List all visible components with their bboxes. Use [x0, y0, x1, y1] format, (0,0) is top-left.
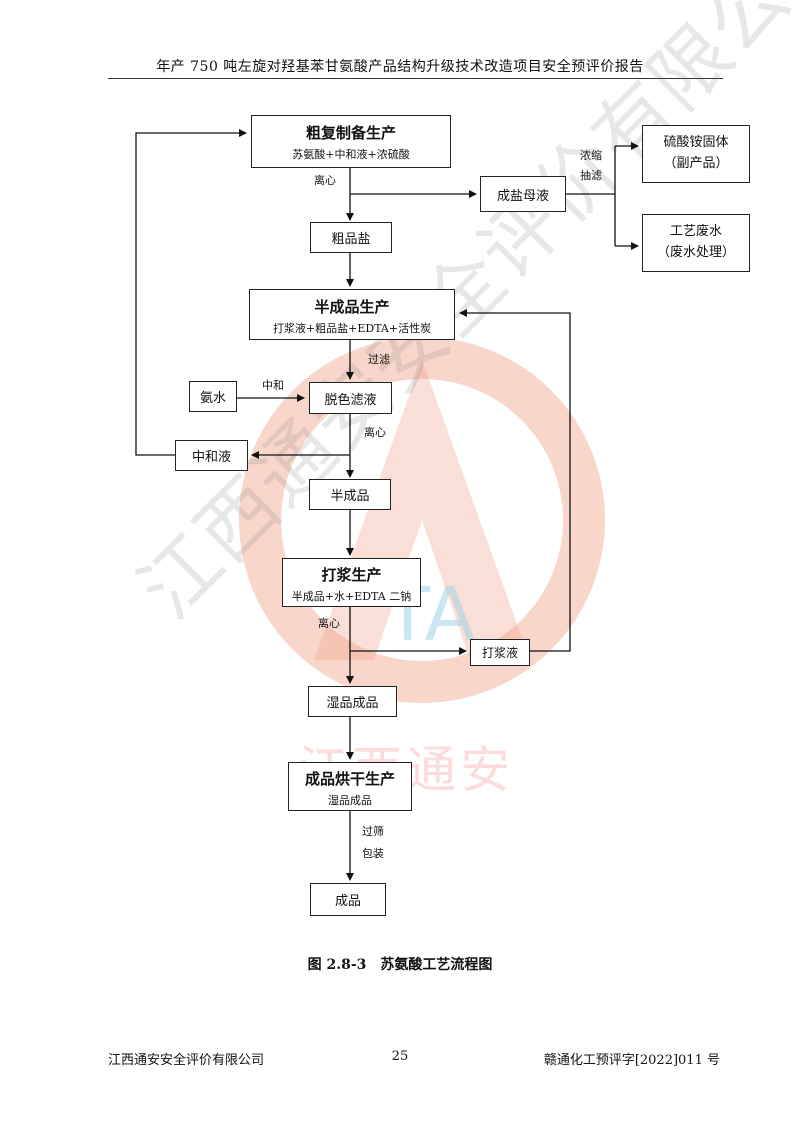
box-semi-product: 半成品 [309, 479, 391, 510]
box-neutralized-liquor: 中和液 [175, 440, 248, 471]
wastewater-line2: （废水处理） [656, 245, 735, 260]
label-suction-filter: 抽滤 [580, 169, 602, 182]
semi-prod-title: 半成品生产 [314, 298, 390, 316]
box-drying-prod: 成品烘干生产 湿品成品 [288, 762, 412, 811]
arrow-neutralized-recycle [135, 129, 247, 456]
box-slurry-prod: 打浆生产 半成品+水+EDTA 二钠 [282, 558, 421, 607]
box-ammonium-sulfate: 硫酸铵固体 （副产品） [642, 125, 750, 183]
drying-prod-title: 成品烘干生产 [304, 770, 395, 788]
box-crude-prep: 粗复制备生产 苏氨酸+中和液+浓硫酸 [251, 115, 451, 168]
footer-page-number: 25 [391, 1049, 409, 1064]
box-salt-mother-liquor: 成盐母液 [480, 176, 566, 212]
arrow-slurry-recycle [459, 309, 571, 652]
label-package: 包装 [362, 847, 384, 860]
box-crude-salt: 粗品盐 [310, 222, 392, 253]
figure-caption: 图 2.8-3 苏氨酸工艺流程图 [307, 957, 493, 973]
wastewater-line1: 工艺废水 [669, 224, 722, 239]
label-centrifuge-2: 离心 [364, 426, 386, 439]
box-slurry-liquor: 打浆液 [470, 639, 530, 666]
box-wet-product: 湿品成品 [308, 686, 397, 717]
label-concentrate: 浓缩 [580, 149, 602, 162]
label-filter: 过滤 [368, 353, 390, 366]
box-decolor-filtrate: 脱色滤液 [309, 382, 392, 414]
slurry-prod-title: 打浆生产 [321, 566, 382, 584]
drying-prod-sub: 湿品成品 [328, 794, 372, 807]
slurry-prod-sub: 半成品+水+EDTA 二钠 [291, 590, 412, 603]
ammonium-sulfate-line1: 硫酸铵固体 [663, 135, 729, 150]
label-centrifuge-1: 离心 [314, 174, 336, 187]
report-header-title: 年产 750 吨左旋对羟基苯甘氨酸产品结构升级技术改造项目安全预评价报告 [156, 59, 644, 75]
label-centrifuge-3: 离心 [318, 617, 340, 630]
header-rule [108, 78, 723, 79]
label-sieve: 过筛 [362, 825, 384, 838]
crude-prep-title: 粗复制备生产 [305, 124, 396, 142]
box-process-wastewater: 工艺废水 （废水处理） [642, 214, 750, 272]
crude-prep-sub: 苏氨酸+中和液+浓硫酸 [292, 148, 410, 161]
box-final-product: 成品 [310, 883, 386, 916]
footer-company: 江西通安安全评价有限公司 [108, 1053, 265, 1068]
semi-prod-sub: 打浆液+粗品盐+EDTA+活性炭 [272, 322, 432, 335]
label-neutralize: 中和 [262, 379, 284, 392]
footer-report-number: 赣通化工预评字[2022]011 号 [543, 1053, 720, 1068]
ammonium-sulfate-line2: （副产品） [663, 156, 729, 171]
box-ammonia-water: 氨水 [189, 381, 237, 412]
box-semi-prod: 半成品生产 打浆液+粗品盐+EDTA+活性炭 [249, 289, 455, 340]
